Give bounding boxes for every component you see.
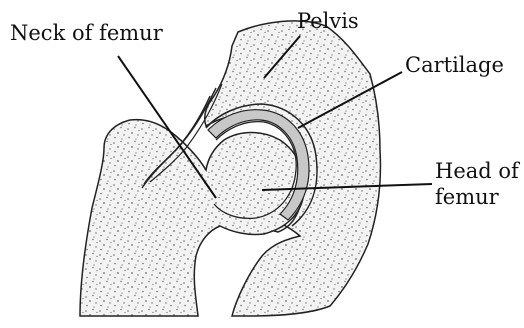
head-of-femur-label-line1: Head of [435, 158, 519, 184]
neck-of-femur-label: Neck of femur [10, 20, 163, 46]
cartilage-label: Cartilage [405, 52, 504, 78]
head-of-femur-label-line2: femur [435, 184, 499, 210]
pelvis-label: Pelvis [297, 8, 359, 34]
